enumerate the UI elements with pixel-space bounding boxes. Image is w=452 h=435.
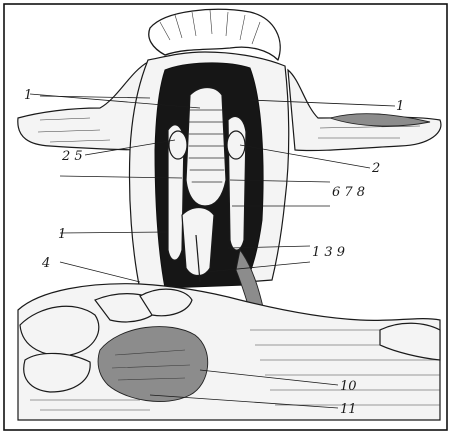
label-1-right: 1 [396,99,404,114]
label-1-left: 1 [24,88,32,103]
left-skin-flap [18,62,150,150]
thorax-region [18,284,440,420]
label-1-3-9: 1 3 9 [312,245,345,260]
label-6-7-8: 6 7 8 [332,185,365,200]
label-2: 2 [371,161,380,176]
label-2-5: 2 5 [61,149,83,164]
label-4: 4 [41,256,50,271]
right-skin-flap [288,70,441,151]
label-1-mid: 1 [58,227,66,242]
label-11: 11 [340,402,357,417]
label-10: 10 [340,379,357,394]
